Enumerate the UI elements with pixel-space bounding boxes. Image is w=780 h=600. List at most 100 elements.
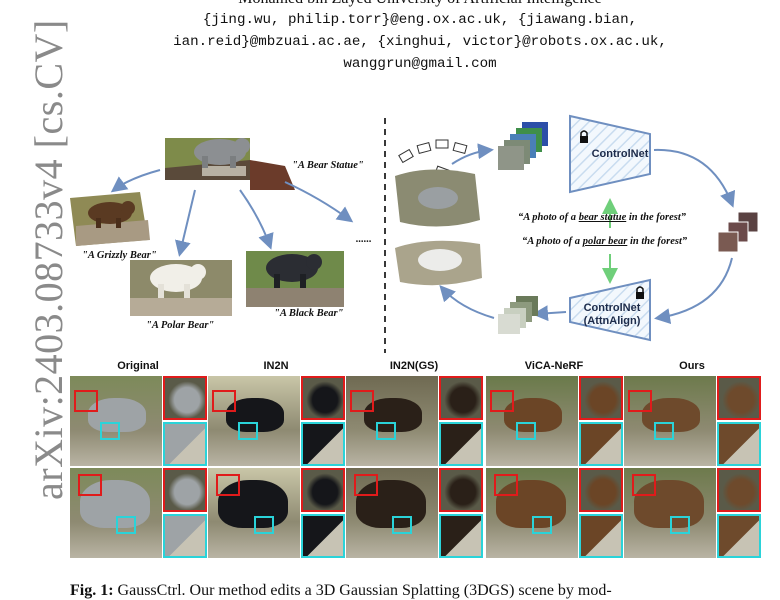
original-row-2-cyan-zoom-crop: [163, 514, 207, 558]
ours-row-2-bear: [634, 480, 704, 528]
ours-row-1-red-zoom-crop: [717, 376, 761, 420]
in2n-gs-row-1-cyan-zoom-crop: [439, 422, 483, 466]
ours-row-1-cyan-zoom-crop: [717, 422, 761, 466]
ours-row-2-cyan-zoom-crop: [717, 514, 761, 558]
grizzly-scene-image: [70, 192, 150, 246]
in2n-gs-row-2-cyan-zoom-crop: [439, 514, 483, 558]
ours-row-1-cyan-focus-box: [654, 422, 674, 440]
author-emails: {jing.wu, philip.torr}@eng.ox.ac.uk, {ji…: [120, 9, 720, 75]
prompt-bear-statue: "A Bear Statue": [292, 160, 364, 171]
vica-nerf-row-1-cyan-zoom-crop: [579, 422, 623, 466]
prompt2-underlined: polar bear: [582, 236, 628, 247]
vica-nerf-row-2-image: [486, 468, 578, 558]
vica-nerf-row-2-cyan-focus-box: [532, 516, 552, 534]
ours-row-2-cyan-focus-box: [670, 516, 690, 534]
original-row-1-red-zoom-crop: [163, 376, 207, 420]
in2n-row-2-cyan-zoom-crop: [301, 514, 345, 558]
figure-caption: Fig. 1: GaussCtrl. Our method edits a 3D…: [70, 582, 780, 600]
prompt1-underlined: bear statue: [578, 212, 627, 223]
ours-row-2-red-focus-box: [632, 474, 656, 496]
email-line-2: ian.reid}@mbzuai.ac.ae, {xinghui, victor…: [173, 34, 667, 50]
prompt-photo-polar-bear: “A photo of a polar bear in the forest”: [522, 236, 687, 247]
arrow-to-more: [284, 181, 354, 223]
output-image-stack: [498, 296, 538, 334]
in2n-row-1-cyan-focus-box: [238, 422, 258, 440]
column-header-in2n-gs: IN2N(GS): [389, 360, 439, 372]
vica-nerf-row-2-red-focus-box: [494, 474, 518, 496]
vica-nerf-row-1-cyan-focus-box: [516, 422, 536, 440]
polar-scene-image: [130, 260, 232, 316]
in2n-gs-row-1-red-zoom-crop: [439, 376, 483, 420]
teaser-figure: "A Bear Statue" "A Grizzly Bear" "A Pola…: [70, 108, 760, 358]
ours-row-2-red-zoom-crop: [717, 468, 761, 512]
original-row-1-red-focus-box: [74, 390, 98, 412]
in2n-row-1-cyan-zoom-crop: [301, 422, 345, 466]
arrow-to-polar-scan: [439, 285, 495, 319]
arrow-to-polar: [174, 189, 196, 257]
arrow-to-edited-stack: [653, 148, 736, 208]
original-row-2-bear: [80, 480, 150, 528]
vica-nerf-row-1-image: [486, 376, 578, 466]
in2n-gs-row-2-red-focus-box: [354, 474, 378, 496]
controlnet-bottom-label: ControlNet (AttnAlign): [572, 302, 652, 328]
in2n-gs-row-2-image: [346, 468, 438, 558]
caption-text: GaussCtrl. Our method edits a 3D Gaussia…: [113, 582, 612, 599]
statue-scene-image: [165, 138, 295, 190]
original-row-2-red-focus-box: [78, 474, 102, 496]
edited-image-stack: [717, 211, 759, 253]
arrow-to-depth-stack: [451, 143, 494, 165]
arrow-to-black: [239, 189, 274, 250]
vica-nerf-row-2-cyan-zoom-crop: [579, 514, 623, 558]
in2n-row-1-red-zoom-crop: [301, 376, 345, 420]
vica-nerf-row-2-bear: [496, 480, 566, 528]
original-row-1-cyan-focus-box: [100, 422, 120, 440]
prompt-black-bear: "A Black Bear": [274, 308, 344, 319]
arrow-to-controlnet-bottom: [654, 257, 733, 324]
prompt-ellipsis: ......: [356, 234, 372, 245]
lock-icon-bottom: [636, 286, 644, 299]
original-row-2-red-zoom-crop: [163, 468, 207, 512]
column-header-in2n: IN2N: [263, 360, 289, 372]
in2n-gs-row-1-image: [346, 376, 438, 466]
teaser-illustration: [70, 114, 759, 353]
email-line-3: wanggrun@gmail.com: [343, 56, 497, 72]
original-row-2-image: [70, 468, 162, 558]
original-row-1-image: [70, 376, 162, 466]
column-header-ours: Ours: [679, 360, 705, 372]
original-row-2-cyan-focus-box: [116, 516, 136, 534]
in2n-row-1-image: [208, 376, 300, 466]
lock-icon-top: [580, 130, 588, 143]
in2n-row-2-bear: [218, 480, 288, 528]
arxiv-stamp: arXiv:2403.08733v4 [cs.CV]: [26, 19, 71, 500]
affiliation: Mohamed bin Zayed University of Artifici…: [150, 0, 690, 8]
in2n-gs-row-2-bear: [356, 480, 426, 528]
depth-image-stack-top: [498, 122, 548, 170]
email-line-1: {jing.wu, philip.torr}@eng.ox.ac.uk, {ji…: [202, 12, 638, 28]
in2n-row-2-image: [208, 468, 300, 558]
black-bear-scene-image: [246, 251, 344, 307]
ours-row-1-red-focus-box: [628, 390, 652, 412]
in2n-gs-row-1-red-focus-box: [350, 390, 374, 412]
in2n-gs-row-1-cyan-focus-box: [376, 422, 396, 440]
controlnet-top-block: [569, 114, 651, 194]
prompt1-pre: “A photo of a: [518, 212, 579, 223]
vica-nerf-row-1-red-zoom-crop: [579, 376, 623, 420]
ours-row-1-image: [624, 376, 716, 466]
vica-nerf-row-1-red-focus-box: [490, 390, 514, 412]
original-row-1-cyan-zoom-crop: [163, 422, 207, 466]
arrow-to-grizzly: [110, 169, 161, 193]
column-header-original: Original: [117, 360, 159, 372]
in2n-row-1-red-focus-box: [212, 390, 236, 412]
prompt2-post: in the forest”: [627, 236, 688, 247]
controlnet-bottom-block: [569, 278, 651, 342]
prompt-photo-bear-statue: “A photo of a bear statue in the forest”: [518, 212, 686, 223]
controlnet-bottom-label-line1: ControlNet: [583, 302, 641, 314]
arrow-to-output-stack: [532, 305, 567, 322]
controlnet-top-label: ControlNet: [591, 148, 649, 160]
controlnet-bottom-label-line2: (AttnAlign): [583, 315, 641, 327]
in2n-row-2-red-zoom-crop: [301, 468, 345, 512]
vica-nerf-row-2-red-zoom-crop: [579, 468, 623, 512]
column-header-vica-nerf: ViCA-NeRF: [524, 360, 584, 372]
prompt-polar-bear: "A Polar Bear": [146, 320, 215, 331]
prompt1-post: in the forest”: [626, 212, 687, 223]
